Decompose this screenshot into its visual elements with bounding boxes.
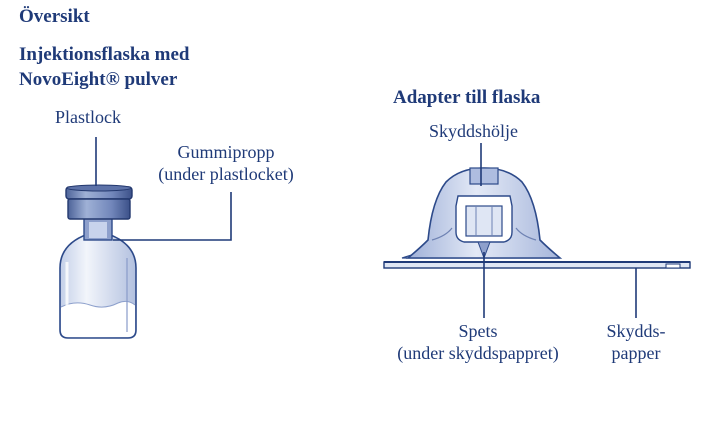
vial-title-line2: NovoEight® pulver xyxy=(19,69,178,90)
adapter-title: Adapter till flaska xyxy=(393,87,541,108)
cover-top xyxy=(469,167,499,185)
label-spike-line1: Spets xyxy=(458,321,498,341)
label-rubber-stopper: Gummipropp (under plastlocket) xyxy=(158,141,293,185)
vial-title: Injektionsflaska med NovoEight® pulver xyxy=(19,42,190,92)
label-protective-paper-line2: papper xyxy=(611,343,661,363)
vial-title-line1: Injektionsflaska med xyxy=(19,44,190,65)
label-spike-line2: (under skyddspappret) xyxy=(397,343,559,363)
vial-drawing xyxy=(59,137,232,339)
label-plastic-cap: Plastlock xyxy=(55,107,121,127)
spike xyxy=(477,241,491,260)
label-spike: Spets (under skyddspappret) xyxy=(397,320,558,364)
label-protective-paper: Skydds- papper xyxy=(606,320,665,364)
label-rubber-stopper-line2: (under plastlocket) xyxy=(158,164,294,184)
vial-powder xyxy=(61,301,135,337)
stopper-leader-line xyxy=(113,192,232,241)
adapter-drawing xyxy=(383,143,691,318)
label-rubber-stopper-line1: Gummipropp xyxy=(177,142,275,162)
cap-collar xyxy=(67,198,131,220)
label-protective-cover: Skyddshölje xyxy=(429,121,519,141)
overview-heading: Översikt xyxy=(19,6,90,27)
label-protective-paper-line1: Skydds- xyxy=(606,321,666,341)
